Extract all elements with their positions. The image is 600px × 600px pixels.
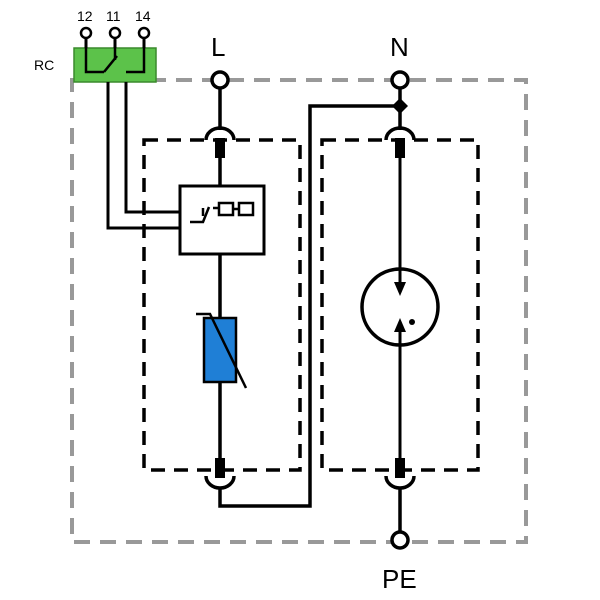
rc-terminal-block	[73, 26, 157, 83]
varistor-icon	[196, 312, 248, 389]
contact-14-label: 14	[135, 8, 151, 24]
contact-11-terminal	[108, 26, 122, 40]
n-junction-node	[392, 98, 408, 114]
contact-11-label: 11	[106, 8, 121, 24]
l-label: L	[211, 32, 225, 62]
bottom-link-wire	[218, 104, 400, 508]
gas-discharge-tube-icon	[360, 267, 440, 347]
pe-terminal	[390, 530, 410, 550]
contact-12-label: 12	[77, 8, 93, 24]
n-label: N	[390, 32, 409, 62]
thermal-disconnector-icon	[178, 184, 266, 256]
rc-wire-inner	[124, 82, 180, 214]
n-terminal	[390, 70, 410, 90]
pe-label: PE	[382, 564, 417, 594]
contact-14-terminal	[137, 26, 151, 40]
contact-12-terminal	[79, 26, 93, 40]
outer-housing-frame	[70, 78, 528, 544]
rc-wire-outer	[106, 82, 180, 230]
rc-label: RC	[34, 57, 54, 73]
l-terminal	[210, 70, 230, 90]
